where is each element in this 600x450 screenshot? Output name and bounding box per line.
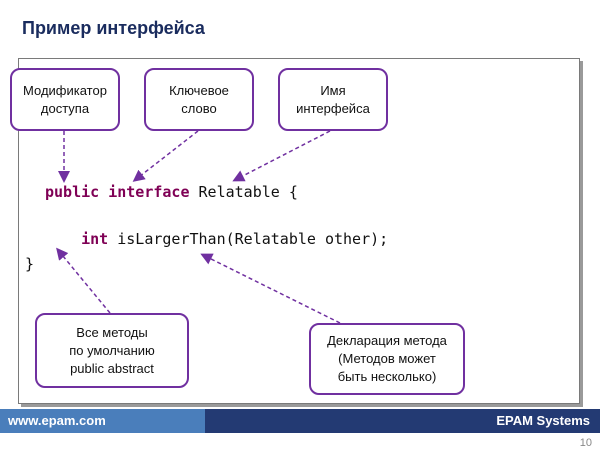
arrow-method-declaration xyxy=(200,253,341,324)
code-line-declaration: public interface Relatable { xyxy=(45,183,298,201)
footer-brand: EPAM Systems xyxy=(496,413,590,428)
code-line-method: int isLargerThan(Relatable other); xyxy=(45,230,388,248)
arrow-keyword xyxy=(132,130,199,182)
interface-name-text: Relatable { xyxy=(189,183,298,201)
keyword-int: int xyxy=(81,230,109,248)
arrow-default-methods xyxy=(56,247,111,314)
code-line-closing-brace: } xyxy=(25,255,35,273)
footer-right-panel: EPAM Systems xyxy=(205,409,600,433)
page-number: 10 xyxy=(579,437,592,449)
method-signature-text: isLargerThan(Relatable other); xyxy=(108,230,389,248)
footer-bar: www.epam.com EPAM Systems xyxy=(0,409,600,433)
slide-title: Пример интерфейса xyxy=(22,18,205,38)
footer-left-panel: www.epam.com xyxy=(0,409,205,433)
keyword-interface: interface xyxy=(108,183,190,201)
arrow-interface-name xyxy=(232,130,331,182)
keyword-public: public xyxy=(45,183,100,201)
footer-url[interactable]: www.epam.com xyxy=(8,413,106,428)
